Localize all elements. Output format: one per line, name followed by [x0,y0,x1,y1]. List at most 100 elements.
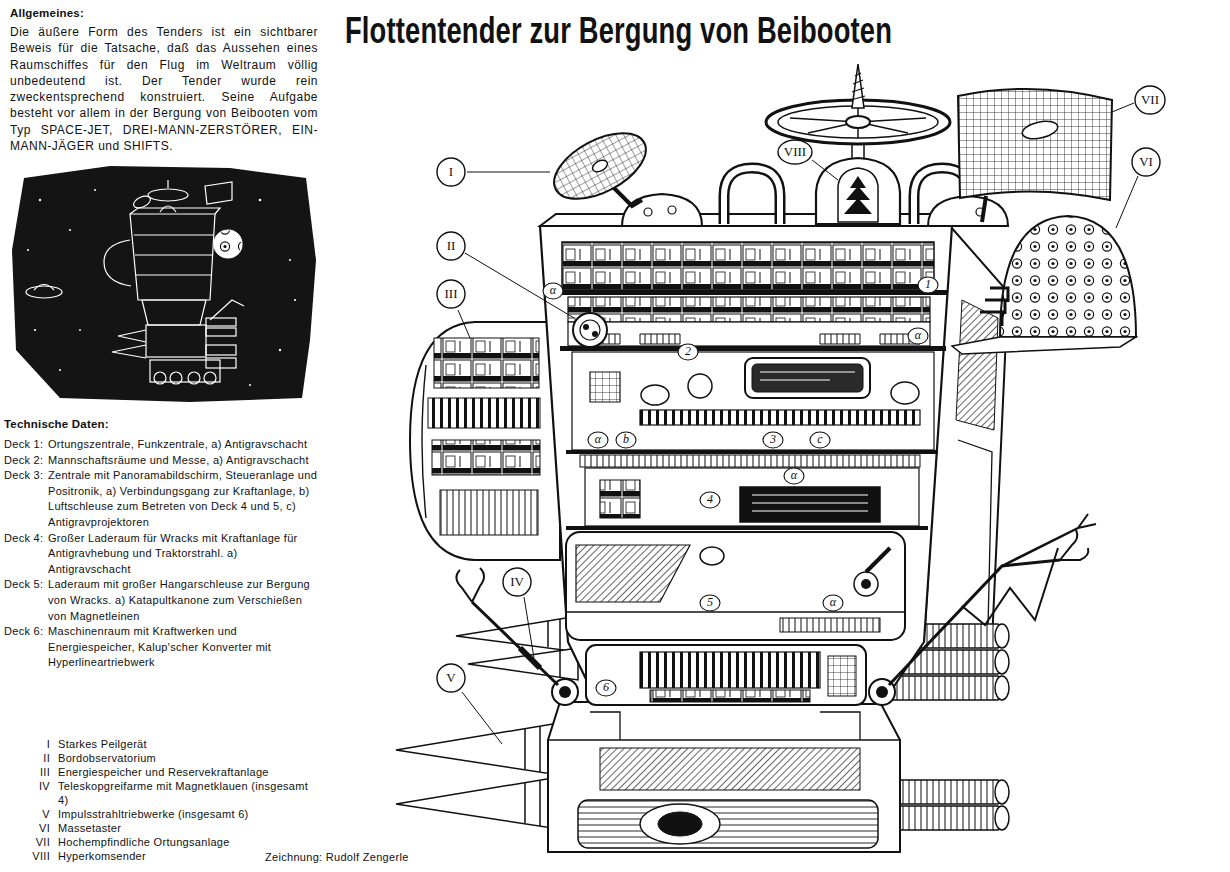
inset-space-picture [27,189,296,386]
deck-marker: α [907,327,929,345]
deck-row: Deck 6:Maschinenraum mit Kraftwerken und… [4,624,318,671]
top-structures [844,176,872,214]
part-key: IStarkes PeilgerätIIBordobservatoriumIII… [4,737,316,863]
deck-cutaway [560,346,946,351]
impulse-engines [468,648,578,680]
inset-space-picture [132,194,153,211]
callout-number: II [4,751,50,765]
callout-outline [810,432,830,448]
top-structures [591,158,610,174]
energy-pod [422,365,426,518]
part-name: Teleskopgreifarme mit Magnetklauen (insg… [58,779,316,807]
callout-label: 4 [707,493,713,506]
mass-sensor-dome [1000,216,1136,337]
callout-outline [596,680,616,696]
hull-front [540,214,960,704]
inset-space-picture [146,325,206,357]
callout-outline [700,595,720,611]
callout-label: 1 [925,278,931,291]
key-row: VIIHochempfindliche Ortungsanlage [4,835,316,849]
callout-outline [1132,148,1160,176]
gripper-arms [520,648,540,668]
impulse-engines [995,676,1009,700]
callout-label: IV [510,575,524,589]
deck-marker: c [809,431,831,449]
key-row: VIMassetaster [4,821,316,835]
mass-sensor-dome [980,288,1008,326]
section-heading: Technische Daten: [4,418,314,430]
inset-space-picture [188,372,200,384]
gripper-arms [456,568,484,602]
key-row: VImpulsstrahltriebwerke (insgesamt 6) [4,807,316,821]
deck-cutaway [891,382,919,404]
hangar-deck [566,611,905,613]
key-row: IIIEnergiespeicher und Reservekraftanlag… [4,765,316,779]
inset-space-picture [204,372,216,384]
inset-space-picture [130,214,215,300]
key-row: IVTeleskopgreifarme mit Magnetklauen (in… [4,779,316,807]
top-structures [612,186,642,206]
observatory-dome [592,331,598,337]
inset-space-picture [26,180,244,384]
callout-label: II [447,239,456,253]
gripper-arms [1078,514,1096,528]
deck-row: Deck 1:Ortungszentrale, Funkzentrale, a)… [4,437,318,453]
deck-row: Deck 3:Zentrale mit Panoramabildschirm, … [4,468,318,530]
key-row: IIBordobservatorium [4,751,316,765]
deck-number: 5 [699,594,721,612]
deck-cutaway [568,297,930,322]
leader-lines [465,253,574,318]
top-structures [982,196,986,222]
top-structures [928,196,1008,226]
callout-label: 3 [770,433,776,446]
callout-number: VIII [4,849,50,863]
hangar-deck [576,545,690,602]
deck-cutaway [568,322,930,346]
deck-description: Großer Laderaum für Wracks mit Kraftanla… [48,531,318,578]
energy-pod [410,322,560,560]
callout-label: c [817,433,822,446]
leader-lines [467,172,550,173]
top-structures [838,168,878,222]
callout-circle: V [436,663,466,693]
inset-space-picture [259,199,262,202]
callout-circle: IV [502,567,532,597]
inset-space-picture [214,230,242,258]
callout-outline [437,280,465,308]
leader-lines [524,597,534,658]
landing-base [640,804,720,844]
gripper-arms [1002,528,1078,566]
mass-sensor-dome [952,337,1136,354]
inset-space-picture [142,300,206,325]
inset-space-picture [249,384,251,386]
deck-number: 6 [595,679,617,697]
callout-label: 6 [603,681,609,694]
observatory-dome [573,313,607,347]
inset-space-picture [26,286,62,298]
top-structures [644,208,652,216]
title-slot: Flottentender zur Bergung von Beibooten [345,10,1065,52]
gripper-arms [559,686,571,698]
part-name: Impulsstrahltriebwerke (insgesamt 6) [58,807,316,821]
top-structures [724,168,780,224]
deck-cutaway [752,364,863,392]
text-slot: Die äußere Form des Tenders ist ein sich… [10,24,318,154]
inset-space-picture [294,299,296,301]
hangar-deck [866,548,890,572]
deck-description: Laderaum mit großer Hangarschleuse zur B… [48,577,318,624]
callout-outline [778,140,812,164]
inset-space-picture [205,182,232,204]
energy-pod [428,398,540,428]
landing-base [548,739,900,741]
inset-space-picture [150,360,220,382]
gripper-arms [889,560,1060,685]
hangar-deck [780,618,880,632]
callout-label: VII [1141,93,1159,107]
deck-number: Deck 3: [4,468,48,484]
leader-lines [812,160,838,180]
part-name: Starkes Peilgerät [58,737,316,751]
deck-cutaway [760,372,855,380]
callout-label: I [449,165,453,179]
hull-side-face [956,300,998,430]
callout-outline [763,432,783,448]
